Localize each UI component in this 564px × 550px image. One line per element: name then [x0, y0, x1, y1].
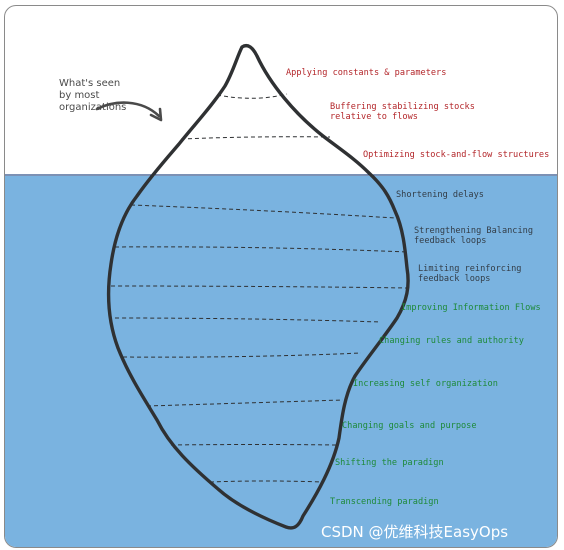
level-label-reinforcing: Limiting reinforcing feedback loops — [418, 264, 522, 284]
divider-line — [130, 204, 396, 219]
level-label-buffering: Buffering stabilizing stocks relative to… — [330, 102, 475, 122]
level-label-self-organization: Increasing self organization — [353, 379, 498, 389]
iceberg-art — [5, 43, 557, 530]
divider-line — [209, 480, 324, 483]
level-label-stock-flow: Optimizing stock-and-flow structures — [363, 150, 550, 160]
level-label-transcending: Transcending paradign — [330, 497, 439, 507]
water-area — [5, 176, 557, 547]
divider-line — [180, 136, 331, 140]
diagram-frame: What's seen by most organizations Applyi… — [4, 5, 558, 548]
level-label-constants: Applying constants & parameters — [286, 68, 447, 78]
divider-line — [114, 246, 408, 253]
level-label-goals: Changing goals and purpose — [342, 421, 477, 431]
divider-line — [122, 352, 362, 358]
divider-line — [146, 399, 344, 407]
watermark: CSDN @优维科技EasyOps — [321, 523, 509, 541]
level-label-paradigm: Shifting the paradign — [335, 458, 444, 468]
level-label-rules: Changing rules and authority — [379, 336, 524, 346]
divider-line — [114, 317, 381, 323]
divider-line — [110, 285, 409, 289]
annotation-text: What's seen by most organizations — [59, 78, 127, 113]
level-label-delays: Shortening delays — [396, 190, 484, 200]
level-dividers — [110, 93, 409, 483]
level-label-balancing: Strengthening Balancing feedback loops — [414, 226, 533, 246]
level-label-information: Improving Information Flows — [401, 303, 541, 313]
divider-line — [170, 444, 338, 446]
iceberg-outline — [106, 43, 410, 530]
divider-line — [216, 93, 288, 99]
curved-arrow-icon — [95, 101, 163, 122]
